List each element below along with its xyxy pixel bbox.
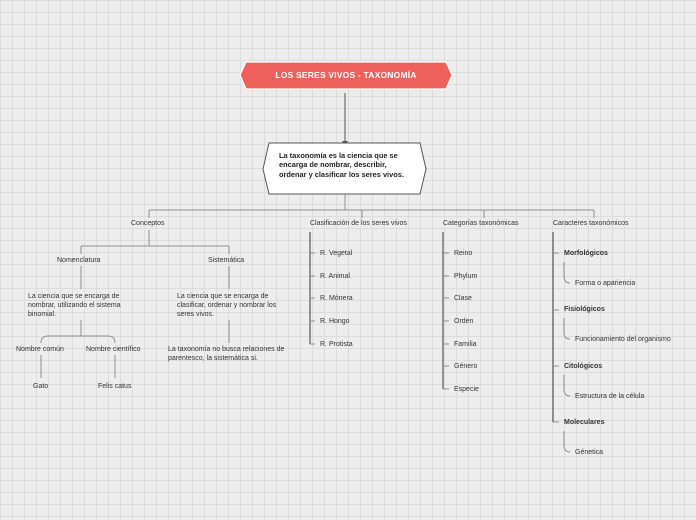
categoria-item[interactable]: Familia (454, 341, 477, 348)
example-felis-catus[interactable]: Felis catus (98, 383, 132, 390)
caracter-group[interactable]: Citológicos (564, 363, 603, 370)
categoria-item[interactable]: Phylum (454, 273, 478, 280)
branch-caracteres[interactable]: Caracteres taxonómicos (553, 220, 629, 227)
categoria-item[interactable]: Clase (454, 295, 472, 302)
caracter-detail[interactable]: Génetica (575, 449, 604, 456)
node-nombre-cientifico[interactable]: Nombre científico (86, 346, 141, 353)
root-title[interactable]: LOS SERES VIVOS - TAXONOMÍA (275, 70, 417, 80)
caracter-detail[interactable]: Forma o apariencia (575, 280, 636, 287)
definition-text[interactable]: La taxonomía es la ciencia que se encarg… (279, 151, 404, 179)
caracter-group[interactable]: Fisiológicos (564, 306, 605, 313)
reino-item[interactable]: R. Animal (320, 273, 350, 280)
root-node-shape (239, 61, 453, 90)
reino-item[interactable]: R. Protista (320, 341, 353, 348)
branch-conceptos[interactable]: Conceptos (131, 220, 165, 227)
example-gato[interactable]: Gato (33, 383, 49, 390)
categoria-item[interactable]: Reino (454, 250, 473, 257)
node-nombre-comun[interactable]: Nombre común (16, 346, 64, 353)
categoria-item[interactable]: Especie (454, 386, 479, 393)
caracter-detail[interactable]: Funcionamiento del organismo (575, 336, 671, 343)
sistematica-extra[interactable]: La taxonomía no busca relaciones de pare… (168, 346, 285, 363)
caracter-detail[interactable]: Estructura de la célula (575, 393, 645, 400)
categoria-item[interactable]: Género (454, 363, 478, 370)
nomenclatura-desc[interactable]: La ciencia que se encarga de nombrar, ut… (28, 293, 121, 319)
branch-categorias[interactable]: Categorías taxonómicas (443, 220, 519, 227)
branch-clasificacion[interactable]: Clasificación de los seres vivos (310, 220, 407, 227)
sistematica-desc[interactable]: La ciencia que se encarga de clasificar,… (177, 293, 277, 319)
reino-item[interactable]: R. Mónera (320, 295, 353, 302)
caracter-group[interactable]: Moleculares (564, 419, 605, 426)
reino-item[interactable]: R. Vegetal (320, 250, 353, 257)
categoria-item[interactable]: Orden (454, 318, 474, 325)
node-nomenclatura[interactable]: Nomenclatura (57, 257, 101, 264)
reino-item[interactable]: R. Hongo (320, 318, 350, 325)
node-sistematica[interactable]: Sistemática (208, 257, 245, 264)
caracter-group[interactable]: Morfológicos (564, 250, 608, 257)
definition-node-shape (262, 142, 427, 195)
